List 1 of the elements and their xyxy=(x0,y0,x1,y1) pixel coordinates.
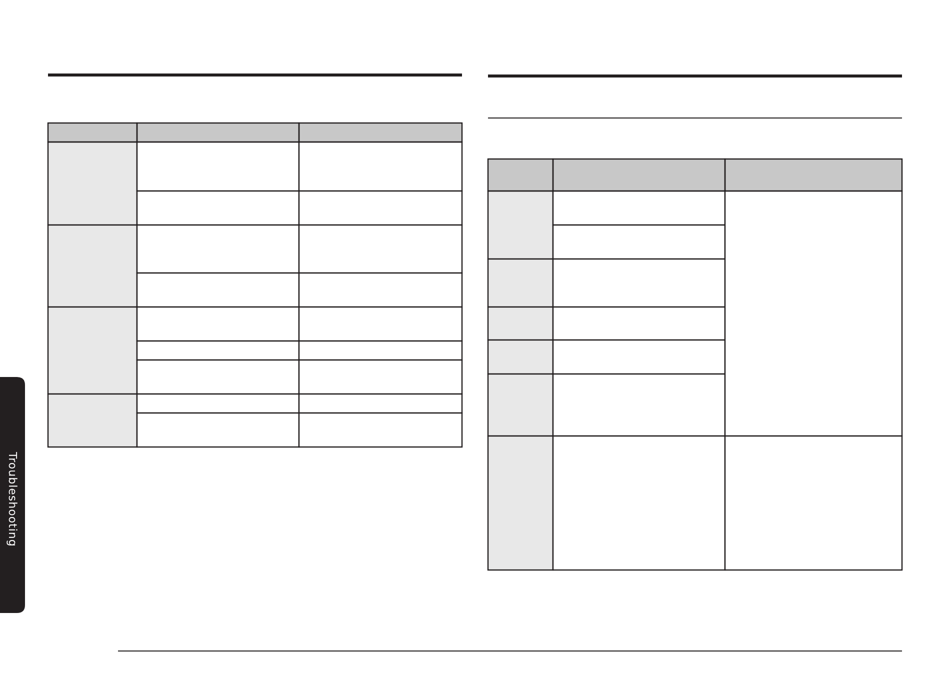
side-tab-label: Troubleshooting xyxy=(6,452,19,547)
